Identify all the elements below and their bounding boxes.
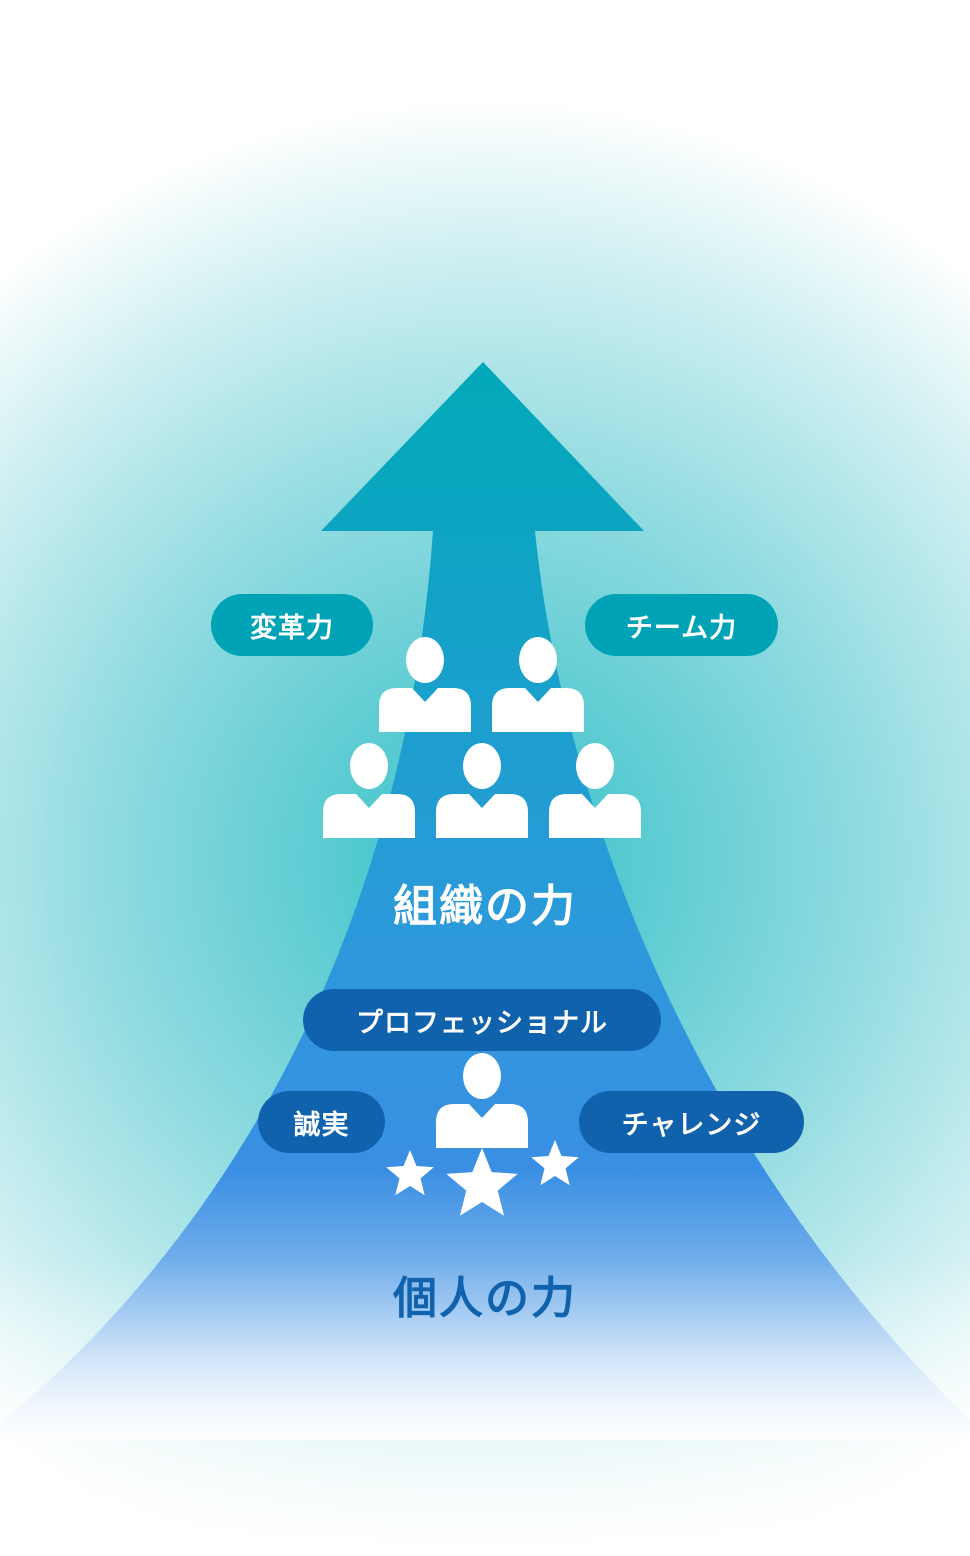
organization-power-caption: 組織の力: [393, 881, 577, 932]
star-icon: [446, 1148, 518, 1216]
bottom-fade: [0, 1260, 970, 1556]
star-icon: [386, 1150, 434, 1196]
tag-team-power: チーム力: [585, 594, 778, 656]
tag-transformation: 変革力: [211, 594, 373, 656]
tag-professional: プロフェッショナル: [303, 989, 661, 1051]
up-arrow-icon: [0, 362, 970, 1440]
tag-integrity: 誠実: [258, 1091, 385, 1153]
individual-power-caption: 個人の力: [393, 1273, 577, 1324]
stars: [386, 1140, 579, 1216]
star-icon: [531, 1140, 579, 1186]
tag-challenge: チャレンジ: [579, 1091, 804, 1153]
